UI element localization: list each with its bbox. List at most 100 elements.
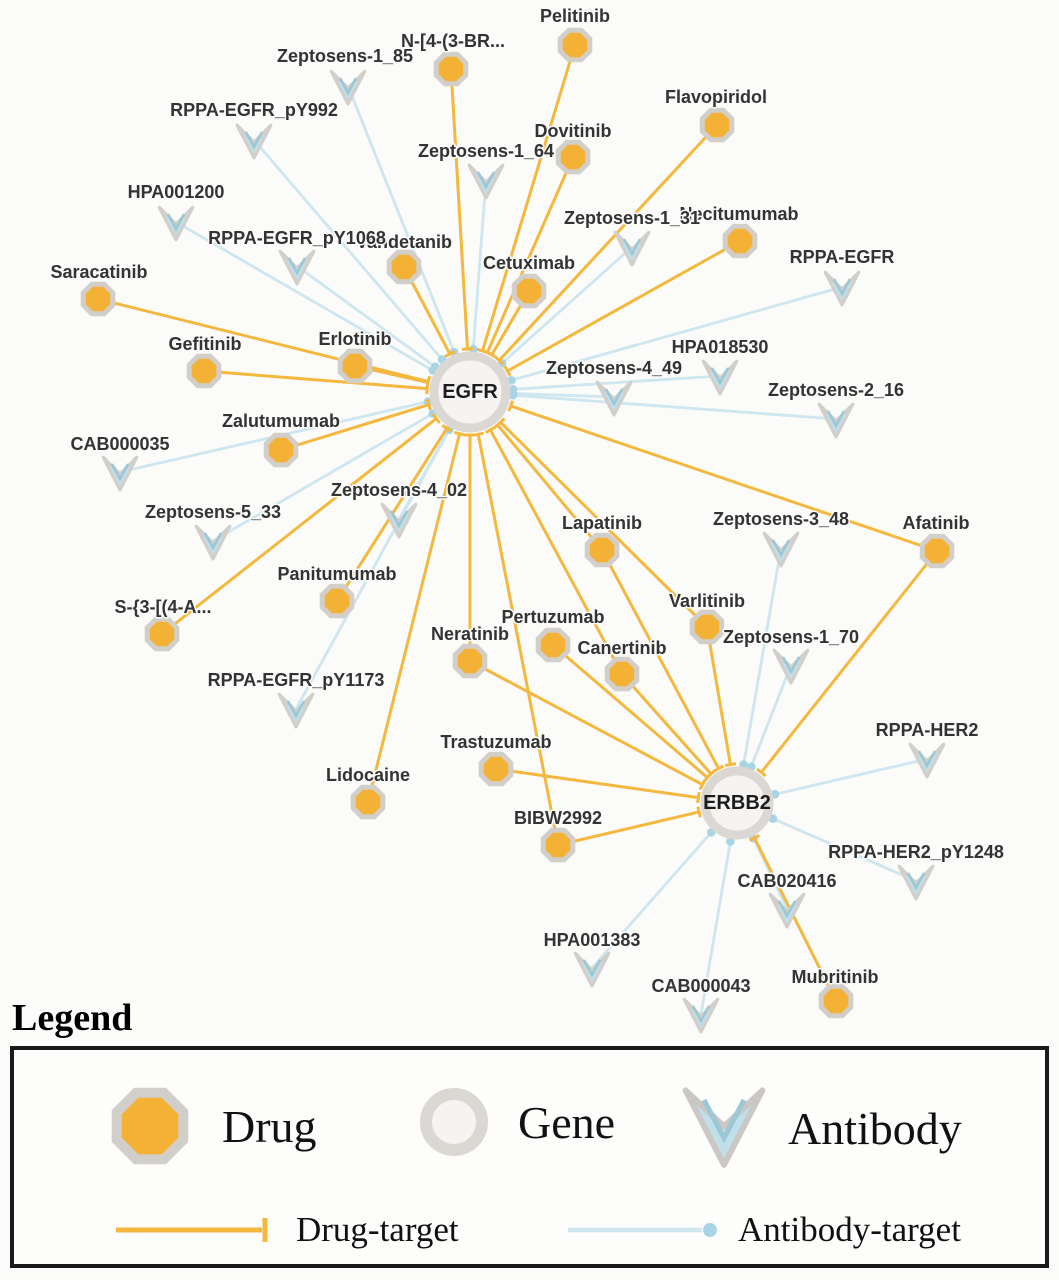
node-label-n-4-3-br: N-[4-(3-BR... — [401, 31, 505, 51]
node-cetuximab[interactable] — [511, 273, 547, 309]
node-label-cab000043: CAB000043 — [651, 976, 750, 996]
node-trastuzumab[interactable] — [478, 751, 514, 787]
drug-octagon — [452, 643, 488, 679]
node-mubritinib[interactable] — [818, 983, 854, 1019]
edge-tee-cap — [461, 347, 474, 351]
node-lapatinib[interactable] — [584, 532, 620, 568]
edge-antibody-target-rppa-egfr-py1173 — [294, 429, 451, 710]
node-erlotinib[interactable] — [337, 348, 373, 384]
edge-antibody-target-zeptosens-1-85 — [346, 85, 456, 353]
edge-antibody-target-zeptosens-4-49 — [512, 392, 615, 399]
edge-tee-cap — [696, 791, 701, 804]
edge-antibody-target-hpa001383 — [590, 831, 713, 969]
edge-drug-target-canertinib — [489, 429, 624, 675]
node-label-canertinib: Canertinib — [577, 638, 666, 658]
node-rppa-her2-py1248[interactable] — [897, 864, 935, 901]
node-canertinib[interactable] — [604, 656, 640, 692]
node-zeptosens-1-70[interactable] — [772, 648, 810, 685]
node-cab020416[interactable] — [768, 892, 806, 929]
node-zeptosens-4-49[interactable] — [595, 380, 633, 417]
edge-antibody-target-rppa-egfr-py992 — [252, 139, 444, 361]
node-bibw2992[interactable] — [540, 827, 576, 863]
edge-tee-cap — [441, 424, 453, 433]
node-zeptosens-1-64[interactable] — [467, 163, 505, 200]
node-zeptosens-1-85[interactable] — [329, 69, 367, 106]
node-label-zeptosens-4-02: Zeptosens-4_02 — [331, 480, 467, 500]
antibody-chevron-inner — [826, 410, 846, 429]
node-erbb2[interactable] — [700, 766, 774, 840]
legend-label-antibody: Antibody — [788, 1102, 962, 1154]
edge-drug-target-gefitinib — [203, 369, 428, 391]
node-cab000035[interactable] — [101, 455, 139, 492]
legend-item-drug-target: Drug-target — [114, 1210, 459, 1250]
node-vandetanib[interactable] — [386, 249, 422, 285]
edge-dot-cap — [726, 837, 735, 846]
node-label-hpa001383: HPA001383 — [544, 930, 641, 950]
node-cab000043[interactable] — [682, 997, 720, 1034]
node-n-4-3-br[interactable] — [433, 51, 469, 87]
legend-label-drug-target: Drug-target — [296, 1210, 459, 1249]
node-label-trastuzumab: Trastuzumab — [440, 732, 551, 752]
node-zeptosens-5-33[interactable] — [194, 524, 232, 561]
node-label-zeptosens-1-31: Zeptosens-1_31 — [564, 208, 700, 228]
node-saracatinib[interactable] — [80, 281, 116, 317]
edge-drug-target-pelitinib — [481, 44, 577, 352]
legend-node-row: Drug Gene Antibody — [14, 1080, 1045, 1180]
node-gefitinib[interactable] — [186, 353, 222, 389]
node-zeptosens-4-02[interactable] — [380, 502, 418, 539]
node-label-zeptosens-5-33: Zeptosens-5_33 — [145, 502, 281, 522]
node-varlitinib[interactable] — [689, 609, 725, 645]
edge-tee-cap — [748, 834, 761, 842]
node-panitumumab[interactable] — [319, 583, 355, 619]
node-s-3-4-a[interactable] — [144, 616, 180, 652]
node-zeptosens-2-16[interactable] — [817, 402, 855, 439]
antibody-chevron-inner — [832, 278, 852, 297]
drug-octagon — [722, 223, 758, 259]
node-zeptosens-3-48[interactable] — [762, 531, 800, 568]
node-label-bibw2992: BIBW2992 — [514, 808, 602, 828]
node-flavopiridol[interactable] — [699, 107, 735, 143]
node-label-mubritinib: Mubritinib — [792, 967, 879, 987]
edge-drug-target-mubritinib — [753, 837, 838, 1002]
node-label-zalutumumab: Zalutumumab — [222, 411, 340, 431]
node-lidocaine[interactable] — [350, 784, 386, 820]
drug-icon — [111, 1087, 189, 1165]
node-afatinib[interactable] — [919, 533, 955, 569]
antibody-chevron-inner — [777, 900, 797, 919]
node-dovitinib[interactable] — [555, 139, 591, 175]
antibody-chevron — [823, 270, 861, 307]
node-pertuzumab[interactable] — [535, 627, 571, 663]
node-zalutumumab[interactable] — [263, 432, 299, 468]
node-label-cab000035: CAB000035 — [70, 434, 169, 454]
antibody-chevron — [772, 648, 810, 685]
node-label-lapatinib: Lapatinib — [562, 513, 642, 533]
edge-drug-target-afatinib — [760, 550, 939, 774]
node-rppa-egfr[interactable] — [823, 270, 861, 307]
node-egfr[interactable] — [429, 351, 511, 433]
node-hpa001383[interactable] — [573, 951, 611, 988]
edge-drug-target-lapatinib — [600, 549, 720, 770]
antibody-chevron — [897, 864, 935, 901]
node-label-neratinib: Neratinib — [431, 624, 509, 644]
node-hpa001200[interactable] — [157, 205, 195, 242]
drug-octagon — [433, 51, 469, 87]
node-rppa-egfr-py992[interactable] — [235, 123, 273, 160]
edge-antibody-target-zeptosens-2-16 — [512, 393, 837, 421]
node-rppa-her2[interactable] — [908, 742, 946, 779]
legend-label-gene: Gene — [518, 1096, 616, 1148]
node-neratinib[interactable] — [452, 643, 488, 679]
node-label-rppa-her2-py1248: RPPA-HER2_pY1248 — [828, 842, 1004, 862]
antibody-chevron — [101, 455, 139, 492]
legend-item-drug: Drug — [104, 1080, 317, 1172]
antibody-chevron — [762, 531, 800, 568]
node-pelitinib[interactable] — [557, 27, 593, 63]
edge-tee-cap — [425, 398, 432, 411]
drug-octagon — [144, 616, 180, 652]
node-zeptosens-1-31[interactable] — [613, 230, 651, 267]
node-necitumumab[interactable] — [722, 223, 758, 259]
node-rppa-egfr-py1068[interactable] — [278, 249, 316, 286]
node-hpa018530[interactable] — [701, 359, 739, 396]
antibody-chevron-inner — [286, 700, 306, 719]
node-rppa-egfr-py1173[interactable] — [277, 692, 315, 729]
node-label-rppa-her2: RPPA-HER2 — [876, 720, 979, 740]
